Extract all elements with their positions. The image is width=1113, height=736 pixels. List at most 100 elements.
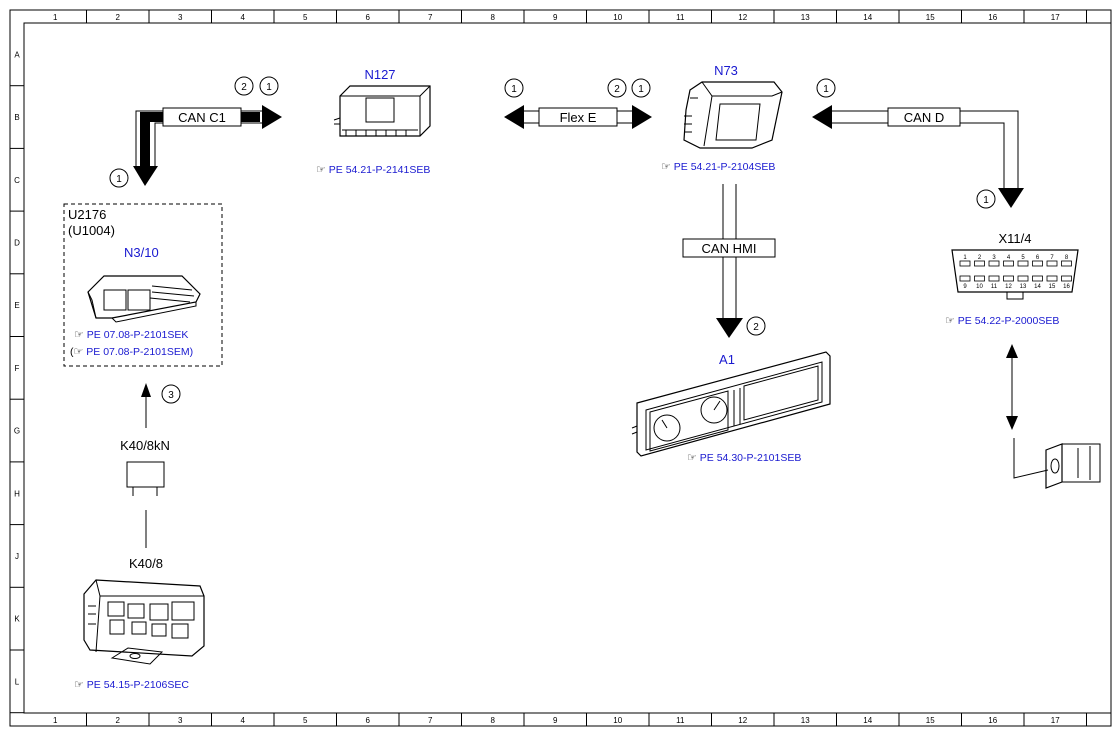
svg-text:3: 3 bbox=[168, 390, 174, 401]
u2176-group[interactable]: U2176 (U1004) N3/10 ☞ PE 07.08-P-2101SEK… bbox=[63, 203, 223, 367]
callout-c1-down-1: 1 bbox=[109, 168, 129, 188]
grid-column-label: 7 bbox=[428, 13, 433, 22]
grid-column-label: 10 bbox=[613, 13, 622, 22]
grid-column-label: 3 bbox=[178, 716, 183, 725]
obd-pin bbox=[974, 275, 985, 282]
grid-column-label: 2 bbox=[116, 716, 121, 725]
callout-c1-1: 1 bbox=[259, 76, 279, 96]
obd-pin bbox=[959, 260, 971, 267]
obd-pin bbox=[1003, 275, 1014, 282]
svg-text:1: 1 bbox=[983, 195, 989, 206]
grid-column-label: 12 bbox=[738, 13, 747, 22]
k40-8-group[interactable]: K40/8 ☞ PE 54.15-P-2106SEC bbox=[74, 556, 205, 691]
grid-row-label: E bbox=[14, 301, 19, 310]
n127-title: N127 bbox=[364, 67, 395, 82]
obd-pin bbox=[1017, 275, 1029, 282]
n73-group[interactable]: N73 ☞ PE 54.21-P-2104SEB bbox=[661, 63, 783, 173]
can-hmi-bus[interactable]: CAN HMI bbox=[682, 184, 776, 338]
grid-column-label: 11 bbox=[676, 716, 685, 725]
obd-pin-label: 14 bbox=[1034, 284, 1041, 290]
obd-pin bbox=[1032, 275, 1043, 282]
grid-row-label: J bbox=[15, 552, 19, 561]
flex-e-bus[interactable]: Flex E bbox=[504, 105, 652, 129]
obd-pin bbox=[1017, 260, 1029, 267]
obd-connector-icon bbox=[951, 249, 1079, 300]
grid-column-label: 17 bbox=[1051, 716, 1060, 725]
callout-cand-down-1: 1 bbox=[976, 189, 996, 209]
n73-ref[interactable]: ☞ PE 54.21-P-2104SEB bbox=[661, 161, 775, 173]
n73-title: N73 bbox=[714, 63, 738, 78]
relay-icon bbox=[126, 461, 165, 496]
svg-text:1: 1 bbox=[511, 84, 517, 95]
grid-column-label: 15 bbox=[926, 716, 935, 725]
flex-e-arrow-right bbox=[632, 105, 652, 129]
grid-column-label: 8 bbox=[491, 716, 496, 725]
can-c1-arrow-right bbox=[262, 105, 282, 129]
can-d-arrow-left bbox=[812, 105, 832, 129]
a1-ref[interactable]: ☞ PE 54.30-P-2101SEB bbox=[687, 452, 801, 464]
n127-group[interactable]: N127 ☞ PE 54.21-P-2141SEB bbox=[316, 67, 431, 176]
k40-8kn-group[interactable]: K40/8kN bbox=[120, 438, 170, 548]
obd-pin-label: 2 bbox=[978, 255, 982, 261]
grid-column-label: 7 bbox=[428, 716, 433, 725]
obd-pin-label: 13 bbox=[1020, 284, 1027, 290]
k40-8kn-label: K40/8kN bbox=[120, 438, 170, 453]
instrument-cluster-icon bbox=[631, 351, 831, 457]
grid-column-label: 1 bbox=[53, 716, 58, 725]
obd-pin-label: 6 bbox=[1036, 255, 1040, 261]
n127-ref[interactable]: ☞ PE 54.21-P-2141SEB bbox=[316, 164, 430, 176]
n3-10-ref-sem[interactable]: (☞ PE 07.08-P-2101SEM) bbox=[70, 346, 193, 358]
obd-pin-label: 8 bbox=[1065, 255, 1069, 261]
can-d-bus[interactable]: CAN D bbox=[812, 105, 1024, 208]
n3-10-ref-sek[interactable]: ☞ PE 07.08-P-2101SEK bbox=[74, 329, 188, 341]
n127-module-icon bbox=[333, 85, 431, 137]
can-c1-label: CAN C1 bbox=[178, 110, 226, 125]
obd-pin bbox=[1046, 275, 1058, 282]
ignition-switch-icon bbox=[683, 81, 783, 149]
svg-text:2: 2 bbox=[241, 82, 247, 93]
fuse-relay-box-icon bbox=[83, 579, 205, 665]
grid-column-label: 9 bbox=[553, 716, 558, 725]
grid-row-label: K bbox=[14, 615, 20, 624]
grid-column-label: 4 bbox=[241, 13, 246, 22]
callout-c1-2: 2 bbox=[234, 76, 254, 96]
obd-pin bbox=[988, 260, 1000, 267]
grid-row-label: D bbox=[14, 238, 20, 247]
obd-pin bbox=[1046, 260, 1058, 267]
obd-pin bbox=[974, 260, 985, 267]
x11-4-ref[interactable]: ☞ PE 54.22-P-2000SEB bbox=[945, 315, 1059, 327]
callout-flex-right-2: 2 bbox=[607, 78, 627, 98]
grid-column-label: 6 bbox=[366, 716, 371, 725]
obd-pin-label: 12 bbox=[1005, 284, 1012, 290]
obd-pin bbox=[1003, 260, 1014, 267]
grid-column-label: 13 bbox=[801, 13, 810, 22]
callout-cand-left-1: 1 bbox=[816, 78, 836, 98]
obd-pin bbox=[1061, 260, 1072, 267]
can-hmi-arrow-down bbox=[716, 318, 743, 338]
a1-title: A1 bbox=[719, 352, 735, 367]
grid-column-label: 9 bbox=[553, 13, 558, 22]
n3-10-title: N3/10 bbox=[124, 245, 159, 260]
grid-column-label: 14 bbox=[863, 13, 872, 22]
a1-group[interactable]: A1 ☞ PE 54.30-P-2101SEB bbox=[631, 351, 831, 464]
svg-text:2: 2 bbox=[614, 84, 620, 95]
svg-text:1: 1 bbox=[823, 84, 829, 95]
obd-pin-label: 15 bbox=[1049, 284, 1056, 290]
grid-row-label: C bbox=[14, 176, 20, 185]
grid-row-label: L bbox=[15, 677, 20, 686]
can-c1-bus[interactable]: CAN C1 bbox=[133, 105, 282, 186]
svg-text:2: 2 bbox=[753, 322, 759, 333]
grid-row-label: G bbox=[14, 427, 20, 436]
u2176-dashed-box bbox=[63, 203, 223, 367]
u1004-label: (U1004) bbox=[68, 223, 115, 238]
grid-column-label: 8 bbox=[491, 13, 496, 22]
k40-8-ref[interactable]: ☞ PE 54.15-P-2106SEC bbox=[74, 679, 189, 691]
grid-column-label: 3 bbox=[178, 13, 183, 22]
callout-k40-3: 3 bbox=[161, 384, 181, 404]
u2176-label: U2176 bbox=[68, 207, 106, 222]
